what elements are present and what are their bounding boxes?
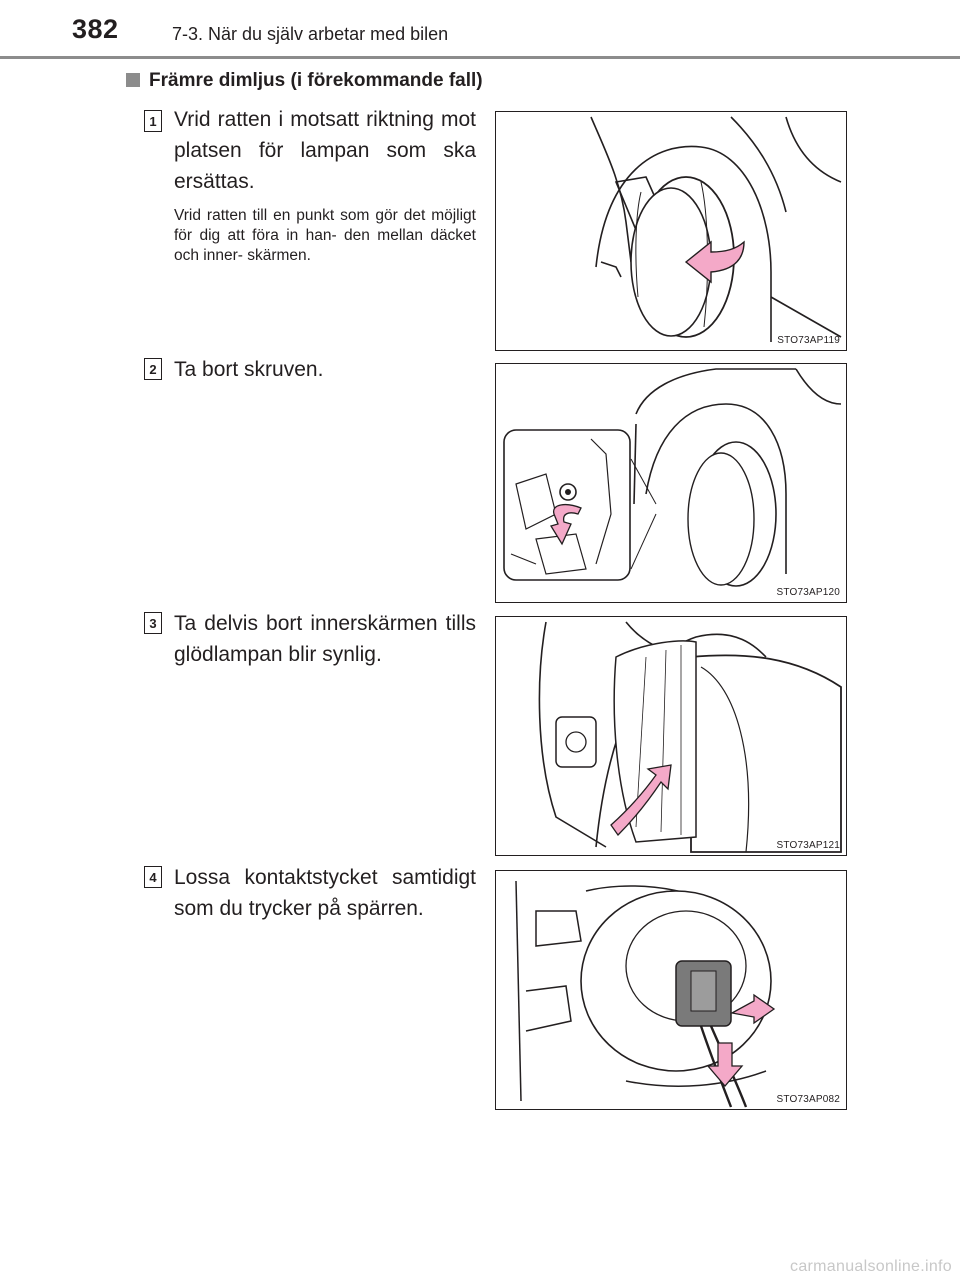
figure-1: STO73AP119 (495, 111, 847, 351)
figure-2: STO73AP120 (495, 363, 847, 603)
unscrew-arrow-icon (549, 503, 582, 546)
step-text-3: Ta delvis bort innerskärmen tills glödla… (174, 612, 476, 666)
inner-fender-illustration (538, 621, 842, 853)
step-text-1: Vrid ratten i motsatt riktning mot plats… (174, 108, 476, 193)
fog-lamp-icon (555, 716, 597, 768)
step-text-4: Lossa kontaktstycket samtidigt som du tr… (174, 866, 476, 920)
section-heading-text: Främre dimljus (i förekommande fall) (149, 70, 483, 91)
step-note-1: Vrid ratten till en punkt som gör det mö… (174, 207, 476, 264)
figure-code-3: STO73AP121 (776, 840, 840, 851)
step-badge-3: 3 (144, 612, 162, 634)
figure-code-2: STO73AP120 (776, 587, 840, 598)
section-heading: Främre dimljus (i förekommande fall) (126, 70, 483, 92)
pull-down-arrow-icon (706, 1042, 744, 1088)
figure-4: STO73AP082 (495, 870, 847, 1110)
chapter-title: 7-3. När du själv arbetar med bilen (172, 24, 449, 44)
figure-code-4: STO73AP082 (776, 1094, 840, 1105)
connector-release-illustration (515, 880, 776, 1108)
step-badge-2: 2 (144, 358, 162, 380)
figure-3: STO73AP121 (495, 616, 847, 856)
heading-square-icon (126, 73, 140, 87)
page-number: 382 (72, 14, 119, 44)
wheel-turn-illustration (590, 116, 842, 342)
press-arrow-icon (730, 993, 776, 1025)
turn-arrow-icon (684, 240, 745, 284)
step-text-2: Ta bort skruven. (174, 358, 324, 381)
screw-removal-illustration (503, 368, 842, 587)
step-badge-1: 1 (144, 110, 162, 132)
watermark: carmanualsonline.info (790, 1258, 952, 1275)
header-rule (0, 56, 960, 59)
step-badge-4: 4 (144, 866, 162, 888)
figure-code-1: STO73AP119 (777, 335, 840, 346)
pull-arrow-icon (610, 764, 672, 837)
